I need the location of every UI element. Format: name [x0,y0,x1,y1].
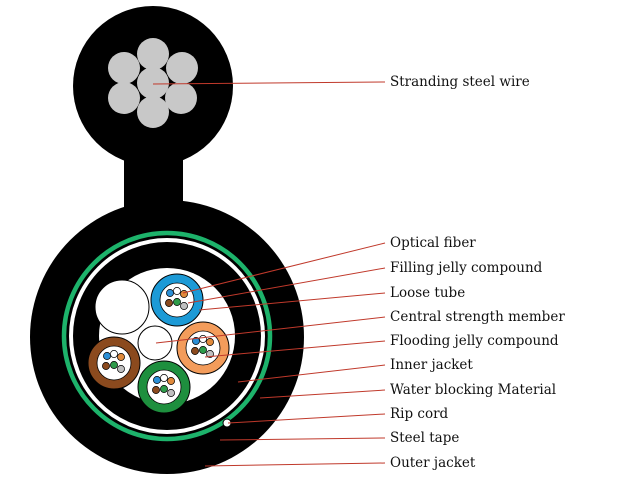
label-rip-cord: Rip cord [390,406,449,422]
steel-wire [166,52,198,84]
optical-fiber [206,338,214,346]
optical-fiber [117,353,125,361]
optical-fiber [173,287,181,295]
leader-optical-fiber [182,242,386,294]
label-flooding-jelly-compound: Flooding jelly compound [390,333,559,349]
central-strength-member [137,325,173,361]
optical-fiber [206,350,214,358]
optical-fiber [199,346,207,354]
optical-fiber [110,350,118,358]
optical-fiber [153,376,161,384]
steel-wire [137,38,169,70]
optical-fiber [165,299,173,307]
stranding-steel-wires [108,38,198,128]
leader-stranding-steel-wire [152,81,386,85]
steel-wire [108,82,140,114]
loose-tube-blue [150,273,204,327]
label-stranding-steel-wire: Stranding steel wire [390,74,530,90]
filler-rod [94,279,150,335]
steel-wire [137,96,169,128]
leader-lines [152,81,386,467]
label-filling-jelly-compound: Filling jelly compound [390,260,543,276]
leader-inner-jacket [237,364,386,383]
leader-filling-jelly-compound [187,267,386,304]
optical-fiber [102,362,110,370]
optical-fiber [117,365,125,373]
loose-tube-green [137,360,191,414]
label-water-blocking-material: Water blocking Material [390,382,557,398]
optical-fiber [167,389,175,397]
leader-loose-tube [198,292,386,311]
leader-flooding-jelly-compound [204,340,386,358]
loose-tube-orange [176,321,230,375]
label-inner-jacket: Inner jacket [390,357,473,373]
label-optical-fiber: Optical fiber [390,235,476,251]
optical-fiber [160,374,168,382]
optical-fiber [199,335,207,343]
optical-fiber [110,361,118,369]
steel-tape-ring [61,230,273,442]
leader-steel-tape [219,437,386,441]
leader-central-strength-member [155,316,386,344]
optical-fiber [103,352,111,360]
leader-outer-jacket [204,462,386,467]
water-blocking-ring [69,238,265,434]
label-steel-tape: Steel tape [390,430,460,446]
optical-fiber [160,385,168,393]
leader-water-blocking-material [259,389,386,399]
steel-wire [165,82,197,114]
optical-fiber [180,290,188,298]
optical-fiber [191,347,199,355]
optical-fiber [173,298,181,306]
leader-rip-cord [227,413,386,424]
optical-fiber [180,302,188,310]
label-central-strength-member: Central strength member [390,309,565,325]
label-outer-jacket: Outer jacket [390,455,476,471]
loose-tube-brown [87,336,141,390]
steel-wire [108,52,140,84]
optical-fiber [166,289,174,297]
optical-fiber [167,377,175,385]
optical-fiber [152,386,160,394]
label-loose-tube: Loose tube [390,285,466,301]
steel-wire-center [137,67,169,99]
